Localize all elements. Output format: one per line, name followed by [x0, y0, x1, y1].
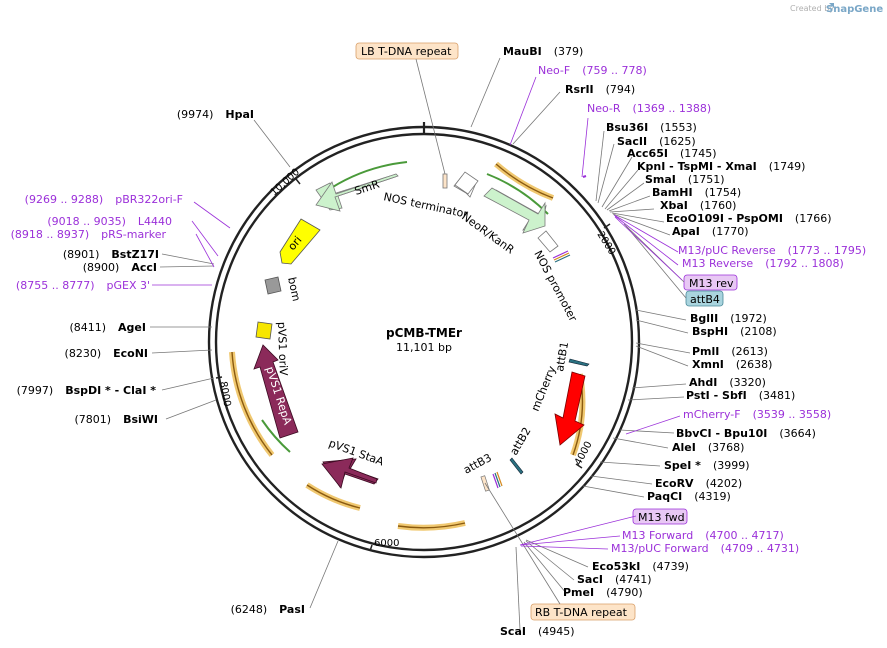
- feature-label-attb3: attB3: [461, 451, 494, 477]
- site-kpni: KpnI - TspMI - XmaI(1749): [637, 160, 805, 173]
- tick-10000: 10,000: [269, 167, 302, 199]
- primer-m13-forward: M13 Forward(4700 .. 4717): [622, 529, 784, 542]
- site-spei: SpeI *(3999): [664, 459, 750, 472]
- site-acci: (8900)AccI: [83, 261, 157, 274]
- svg-text:RB T-DNA repeat: RB T-DNA repeat: [535, 606, 628, 619]
- repa-orf-line: [231, 351, 273, 456]
- svg-text:M13 rev: M13 rev: [689, 277, 734, 290]
- box-m13-fwd[interactable]: M13 fwd: [632, 508, 688, 525]
- box-attb4[interactable]: attB4: [685, 290, 724, 307]
- site-rsrii: RsrII(794): [565, 83, 635, 96]
- primer-mcherry-f: mCherry-F(3539 .. 3558): [683, 408, 831, 421]
- site-bamhi: BamHI(1754): [652, 186, 741, 199]
- site-pmei: PmeI(4790): [563, 586, 643, 599]
- tick-label-8000: 8000: [217, 381, 232, 408]
- promoter-marks: [552, 250, 571, 263]
- site-eco53ki: Eco53kI(4739): [592, 560, 689, 573]
- feature-label-smr: SmR: [353, 178, 381, 198]
- site-agei: (8411)AgeI: [69, 321, 146, 334]
- box-rb-tdna-repeat[interactable]: RB T-DNA repeat: [530, 603, 636, 621]
- site-ahdi: AhdI(3320): [689, 376, 766, 389]
- rb-leader: [484, 482, 561, 605]
- feature-ori[interactable]: ori: [279, 218, 321, 265]
- site-pmli: PmlI(2613): [692, 345, 768, 358]
- site-bsu36i: Bsu36I(1553): [606, 121, 697, 134]
- feature-pvs1-repa[interactable]: pVS1 RepA: [253, 344, 299, 439]
- feature-attb2[interactable]: attB2: [507, 425, 534, 475]
- site-bbvci: BbvCI - Bpu10I(3664): [676, 427, 816, 440]
- site-psti: PstI - SbfI(3481): [686, 389, 795, 402]
- tick-6000: 6000: [369, 538, 399, 552]
- tick-label-6000: 6000: [374, 538, 399, 549]
- feature-pvs1-oriv[interactable]: pVS1 oriV: [255, 321, 290, 377]
- svg-text:LB T-DNA repeat: LB T-DNA repeat: [361, 45, 452, 58]
- staa-orf-line: [397, 522, 466, 529]
- snapgene-logo-icon: [829, 3, 834, 8]
- repa-trace: [261, 419, 291, 453]
- svg-text:attB4: attB4: [690, 293, 720, 306]
- feature-label-attb1: attB1: [553, 341, 571, 373]
- tick-8000: 8000: [215, 376, 232, 408]
- site-bspdi: (7997)BspDI * - ClaI *: [17, 384, 157, 397]
- feature-label-attb2: attB2: [507, 425, 533, 457]
- feature-label-nos-terminator: NOS terminator: [382, 190, 469, 221]
- site-xbai: XbaI(1760): [660, 199, 736, 212]
- staa-orf-line-2: [306, 484, 361, 509]
- staa-orf-arc-2: [305, 482, 361, 511]
- site-bstz17i: (8901)BstZ17I: [63, 248, 159, 261]
- feature-attb1[interactable]: attB1: [553, 341, 590, 373]
- plasmid-name: pCMB-TMEr: [386, 326, 462, 340]
- feature-bom[interactable]: bom: [264, 276, 303, 303]
- site-smai: SmaI(1751): [645, 173, 724, 186]
- site-hpai: (9974)HpaI: [177, 108, 254, 121]
- neo-orf-line: [495, 163, 554, 199]
- feature-neor-kanr[interactable]: NeoR/KanR: [459, 187, 547, 257]
- feature-label-neor-kanr: NeoR/KanR: [459, 210, 517, 257]
- box-m13-rev[interactable]: M13 rev: [683, 274, 738, 291]
- branding-created-by: Created by: [790, 4, 834, 13]
- site-acc65i: Acc65I(1745): [627, 147, 717, 160]
- site-saci: SacI(4741): [577, 573, 652, 586]
- feature-label-bom: bom: [285, 276, 303, 303]
- site-maubi: MauBI(379): [503, 45, 583, 58]
- site-bsiwi: (7801)BsiWI: [74, 413, 158, 426]
- primer-prs-marker: (8918 .. 8937)pRS-marker: [11, 228, 167, 241]
- feature-label-pvs1-oriv: pVS1 oriV: [275, 322, 290, 377]
- tick-label-10000: 10,000: [269, 167, 302, 199]
- site-pasi: (6248)PasI: [231, 603, 305, 616]
- lb-leader: [415, 58, 446, 175]
- site-sacii: SacII(1625): [617, 135, 696, 148]
- primer-neo-r: Neo-R(1369 .. 1388): [587, 102, 711, 115]
- site-ecorv: EcoRV(4202): [655, 477, 742, 490]
- site-bsphi: BspHI(2108): [692, 325, 777, 338]
- site-bglii: BglII(1972): [690, 312, 767, 325]
- feature-attb3[interactable]: attB3: [461, 451, 503, 492]
- site-xmni: XmnI(2638): [692, 358, 772, 371]
- primer-l4440: (9018 .. 9035)L4440: [47, 215, 172, 228]
- svg-text:M13 fwd: M13 fwd: [638, 511, 685, 524]
- site-scai: ScaI(4945): [500, 625, 575, 638]
- site-apai: ApaI(1770): [672, 225, 748, 238]
- primer-leaders: [152, 76, 683, 550]
- primer-m13-reverse: M13 Reverse(1792 .. 1808): [682, 257, 844, 270]
- plasmid-size: 11,101 bp: [396, 341, 452, 354]
- primer-pgex-3: (8755 .. 8777)pGEX 3': [16, 279, 150, 292]
- primer-neo-f: Neo-F(759 .. 778): [538, 64, 647, 77]
- site-alei: AleI(3768): [672, 441, 744, 454]
- feature-pvs1-staa[interactable]: pVS1 StaA: [321, 437, 386, 489]
- feature-label-mcherry: mCherry: [529, 364, 559, 413]
- site-ecoo109i: EcoO109I - PspOMI(1766): [666, 212, 832, 225]
- lb-repeat-mark: [442, 173, 448, 189]
- primer-m13-puc-reverse: M13/pUC Reverse(1773 .. 1795): [678, 244, 866, 257]
- primer-pbr322ori-f: (9269 .. 9288)pBR322ori-F: [25, 193, 183, 206]
- feature-nos-promoter[interactable]: NOS promoter: [531, 230, 580, 324]
- site-econi: (8230)EcoNI: [65, 347, 148, 360]
- primer-m13-puc-forward: M13/pUC Forward(4709 .. 4731): [611, 542, 799, 555]
- site-paqci: PaqCI(4319): [647, 490, 731, 503]
- branding-snapgene: SnapGene: [826, 4, 883, 15]
- box-lb-tdna-repeat[interactable]: LB T-DNA repeat: [355, 42, 459, 60]
